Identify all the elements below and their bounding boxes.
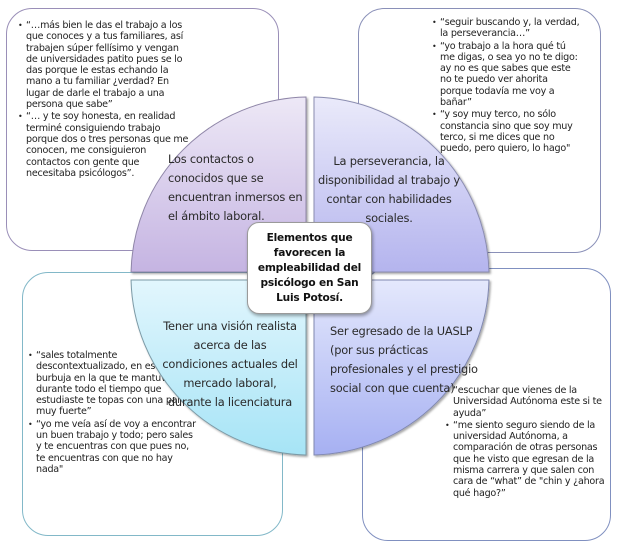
- quadrant-text-bottom-left: Tener una visión realista acerca de las …: [162, 319, 298, 409]
- quote-list-bottom-right: “escuchar que vienes de la Universidad A…: [445, 385, 605, 500]
- quote-item: “yo me veía así de voy a encontrar un bu…: [28, 419, 196, 475]
- quote-item: “seguir buscando y, la verdad, la persev…: [432, 17, 582, 40]
- quadrant-text-bottom-right: Ser egresado de la UASLP (por sus prácti…: [330, 324, 478, 395]
- quote-item: “…más bien le das el trabajo a los que c…: [18, 20, 190, 110]
- quote-list-bottom-left: “sales totalmente descontextualizado, en…: [28, 350, 196, 476]
- quadrant-bottom-left: [130, 279, 307, 456]
- quadrant-text-top-right: La perseverancia, la disponibilidad al t…: [318, 154, 460, 225]
- center-title: Elementos que favorecen la empleabilidad…: [257, 231, 362, 304]
- quote-item: “sales totalmente descontextualizado, en…: [28, 350, 196, 418]
- quote-list-top-right: “seguir buscando y, la verdad, la persev…: [432, 17, 582, 156]
- quote-item: “y soy muy terco, no sólo constancia sin…: [432, 109, 582, 154]
- quote-item: “… y te soy honesta, en realidad terminé…: [18, 111, 190, 179]
- quadrant-text-top-left: Los contactos o conocidos que se encuent…: [168, 152, 303, 223]
- center-label-box: Elementos que favorecen la empleabilidad…: [247, 222, 372, 314]
- quadrant-bottom-right: [313, 279, 490, 456]
- quote-list-top-left: “…más bien le das el trabajo a los que c…: [18, 20, 190, 180]
- quote-item: “me siento seguro siendo de la universid…: [445, 420, 605, 499]
- quote-item: “yo trabajo a la hora qué tú me digas, o…: [432, 41, 582, 109]
